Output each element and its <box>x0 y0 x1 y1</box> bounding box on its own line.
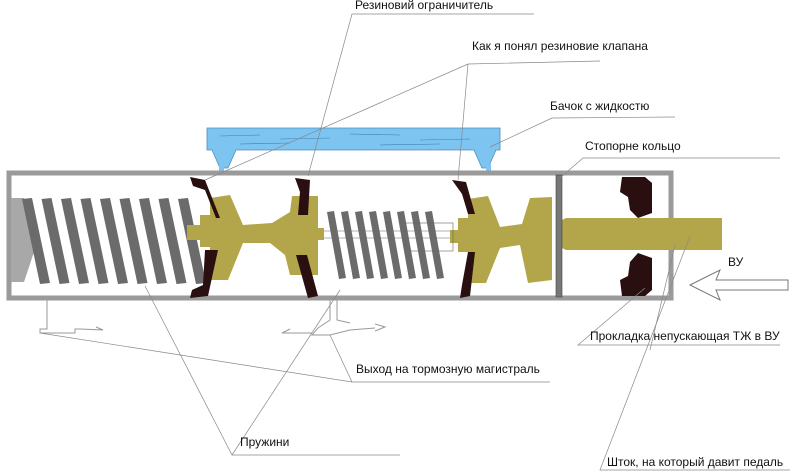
spring-coil <box>369 211 388 279</box>
retaining-ring <box>555 174 563 298</box>
label-rod: Шток, на который давит педаль <box>607 455 783 469</box>
spring-coil <box>158 198 187 284</box>
rubber-valves <box>190 177 475 298</box>
outlet-arrows-icon <box>39 297 387 336</box>
secondary-spring <box>327 211 444 279</box>
leader-lines <box>39 13 790 471</box>
spring-coil <box>22 198 50 284</box>
spring-coil <box>100 198 128 284</box>
cylinder-end-cap <box>11 198 38 282</box>
spring-coil <box>80 198 109 284</box>
spring-coil <box>41 198 70 284</box>
label-vu: ВУ <box>728 255 744 269</box>
spring-coil <box>411 211 430 279</box>
primary-piston <box>187 195 324 280</box>
label-gasket: Прокладка непускающая ТЖ в ВУ <box>590 329 780 343</box>
spring-coil <box>383 211 402 279</box>
secondary-piston <box>450 196 552 283</box>
label-rubber-valves: Как я понял резиновие клапана <box>472 39 648 53</box>
push-rod <box>558 218 722 250</box>
vu-arrow-icon <box>688 268 789 302</box>
label-retaining-ring: Стопорне кольцо <box>585 139 681 153</box>
primary-spring <box>22 198 206 284</box>
spring-coil <box>139 198 167 284</box>
label-springs: Пружини <box>240 435 289 449</box>
spring-coil <box>119 198 148 284</box>
spring-coil <box>61 198 89 284</box>
spring-coil <box>425 211 444 279</box>
label-reservoir: Бачок с жидкостю <box>550 99 649 113</box>
label-rubber-limiter: Резиновий ограничитель <box>355 0 493 12</box>
spring-coil <box>355 211 374 279</box>
gasket <box>620 177 652 296</box>
fluid-reservoir <box>206 127 501 174</box>
spring-coil <box>178 198 206 284</box>
spring-coil <box>327 211 346 279</box>
spring-coil <box>341 211 360 279</box>
label-brake-outlet: Выход на тормозную магистраль <box>356 362 540 376</box>
spring-coil <box>397 211 416 279</box>
